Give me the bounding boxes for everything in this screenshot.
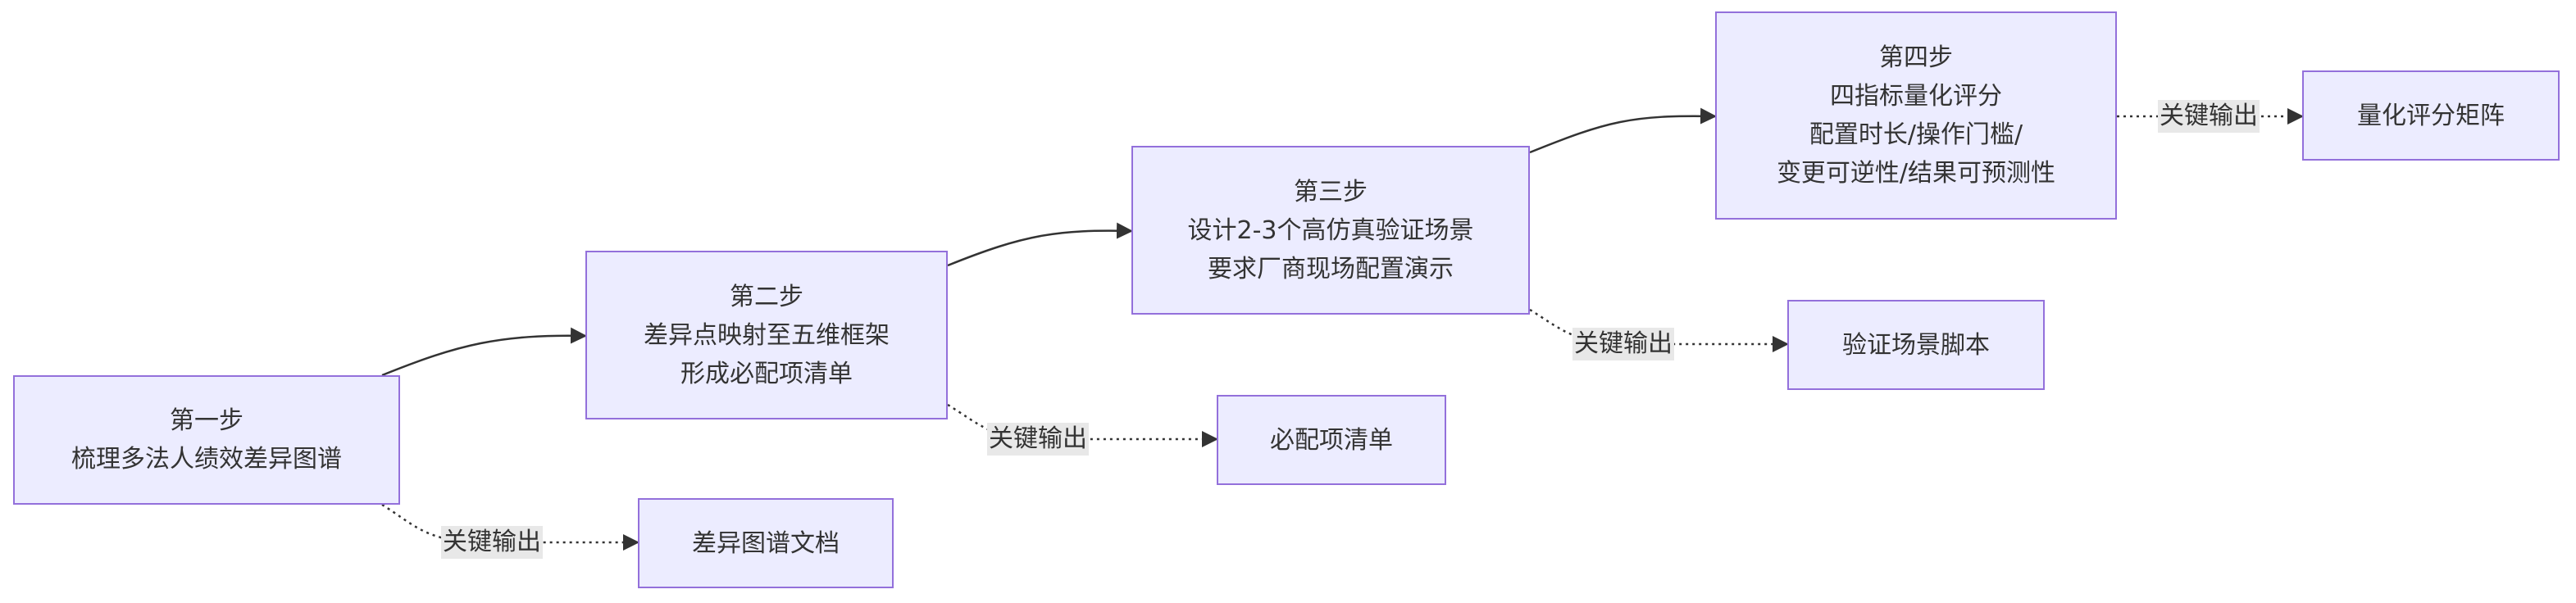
step-2-line-2: 差异点映射至五维框架 — [644, 320, 890, 350]
step-4-line-4: 变更可逆性/结果可预测性 — [1776, 159, 2056, 188]
step-1-node: 第一步 梳理多法人绩效差异图谱 — [13, 375, 400, 505]
edge-label-output-4: 关键输出 — [2158, 100, 2260, 133]
edge-label-output-2: 关键输出 — [987, 423, 1089, 456]
step-4-node: 第四步 四指标量化评分 配置时长/操作门槛/ 变更可逆性/结果可预测性 — [1715, 11, 2117, 220]
output-1-label: 差异图谱文档 — [692, 528, 840, 558]
output-2-label: 必配项清单 — [1270, 425, 1393, 455]
step-3-line-2: 设计2-3个高仿真验证场景 — [1187, 215, 1474, 245]
output-4-label: 量化评分矩阵 — [2357, 101, 2505, 130]
edge-step2-step3 — [947, 222, 1133, 267]
step-2-line-1: 第二步 — [730, 282, 803, 311]
step-4-line-3: 配置时长/操作门槛/ — [1809, 120, 2023, 149]
edge-step2-output2 — [947, 403, 1218, 447]
step-1-line-2: 梳理多法人绩效差异图谱 — [71, 445, 342, 474]
step-4-line-1: 第四步 — [1879, 43, 1953, 72]
edge-step3-output3 — [1529, 308, 1789, 352]
edge-step3-step4 — [1529, 107, 1717, 154]
step-1-line-1: 第一步 — [170, 406, 243, 435]
output-3-node: 验证场景脚本 — [1787, 300, 2045, 390]
edge-step1-step2 — [381, 327, 587, 377]
step-3-node: 第三步 设计2-3个高仿真验证场景 要求厂商现场配置演示 — [1131, 146, 1530, 315]
edge-step1-output1 — [381, 503, 639, 551]
output-1-node: 差异图谱文档 — [638, 498, 894, 588]
step-3-line-1: 第三步 — [1294, 177, 1368, 206]
edge-label-output-3: 关键输出 — [1572, 328, 1674, 360]
step-2-line-3: 形成必配项清单 — [680, 359, 853, 388]
step-4-line-2: 四指标量化评分 — [1830, 82, 2002, 111]
edge-label-output-1: 关键输出 — [441, 526, 543, 559]
step-2-node: 第二步 差异点映射至五维框架 形成必配项清单 — [585, 251, 948, 419]
output-4-node: 量化评分矩阵 — [2302, 70, 2560, 161]
step-3-line-3: 要求厂商现场配置演示 — [1208, 254, 1454, 283]
output-3-label: 验证场景脚本 — [1842, 330, 1990, 360]
output-2-node: 必配项清单 — [1217, 395, 1446, 485]
